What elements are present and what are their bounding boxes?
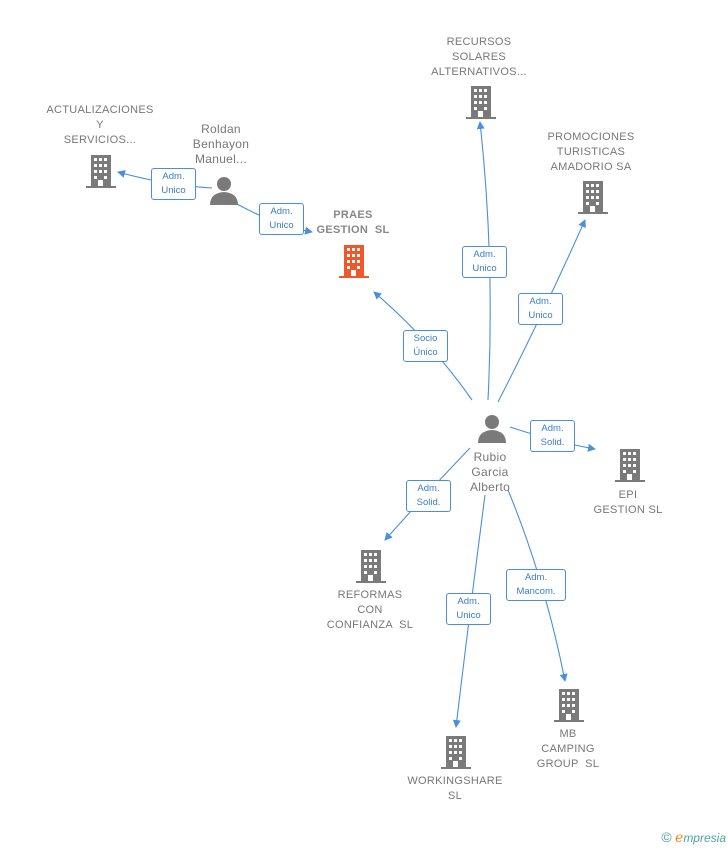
- edge-label-rubio-epi: Adm. Solid.: [530, 420, 575, 452]
- building-icon-epi[interactable]: [615, 449, 645, 482]
- edge-label-rubio-praes: Socio Único: [403, 330, 448, 362]
- node-label-promociones[interactable]: PROMOCIONES TURISTICAS AMADORIO SA: [547, 131, 635, 173]
- node-label-recursos[interactable]: RECURSOS SOLARES ALTERNATIVOS...: [431, 36, 527, 78]
- brand-logo-e: e: [675, 830, 684, 846]
- edge-label-rubio-reformas: Adm. Solid.: [406, 480, 451, 512]
- edge-label-rubio-recursos: Adm. Unico: [462, 246, 507, 278]
- node-label-actualizaciones[interactable]: ACTUALIZACIONES Y SERVICIOS...: [46, 104, 154, 146]
- building-icon-praes[interactable]: [339, 245, 369, 278]
- edge-label-roldan-praes: Adm. Unico: [259, 203, 304, 235]
- node-label-rubio[interactable]: Rubio Garcia Alberto: [469, 450, 511, 494]
- person-icon-roldan[interactable]: [210, 177, 238, 205]
- node-label-roldan[interactable]: Roldan Benhayon Manuel...: [192, 122, 250, 166]
- node-label-reformas[interactable]: REFORMAS CON CONFIANZA SL: [326, 589, 414, 631]
- building-icon-reformas[interactable]: [356, 550, 386, 583]
- node-label-mbcamping[interactable]: MB CAMPING GROUP SL: [536, 728, 600, 770]
- building-icon-actualizaciones[interactable]: [86, 155, 116, 188]
- node-label-epi[interactable]: EPI GESTION SL: [593, 489, 663, 516]
- building-icon-promociones[interactable]: [578, 181, 608, 214]
- building-icon-mbcamping[interactable]: [554, 689, 584, 722]
- brand-logo-text: mpresia: [683, 831, 726, 845]
- building-icon-recursos[interactable]: [466, 86, 496, 119]
- edge-label-rubio-mbcamping: Adm. Mancom.: [506, 569, 566, 601]
- edge-label-rubio-workingshare: Adm. Unico: [446, 593, 491, 625]
- empresia-logo[interactable]: © empresia: [661, 829, 726, 846]
- node-label-workingshare[interactable]: WORKINGSHARE SL: [407, 775, 503, 802]
- person-icon-rubio[interactable]: [478, 415, 506, 443]
- node-label-praes[interactable]: PRAES GESTION SL: [316, 209, 390, 236]
- copyright-symbol: ©: [661, 829, 672, 845]
- edge-label-rubio-promociones: Adm. Unico: [518, 293, 563, 325]
- edge-label-roldan-actualizaciones: Adm. Unico: [151, 168, 196, 200]
- building-icon-workingshare[interactable]: [441, 736, 471, 769]
